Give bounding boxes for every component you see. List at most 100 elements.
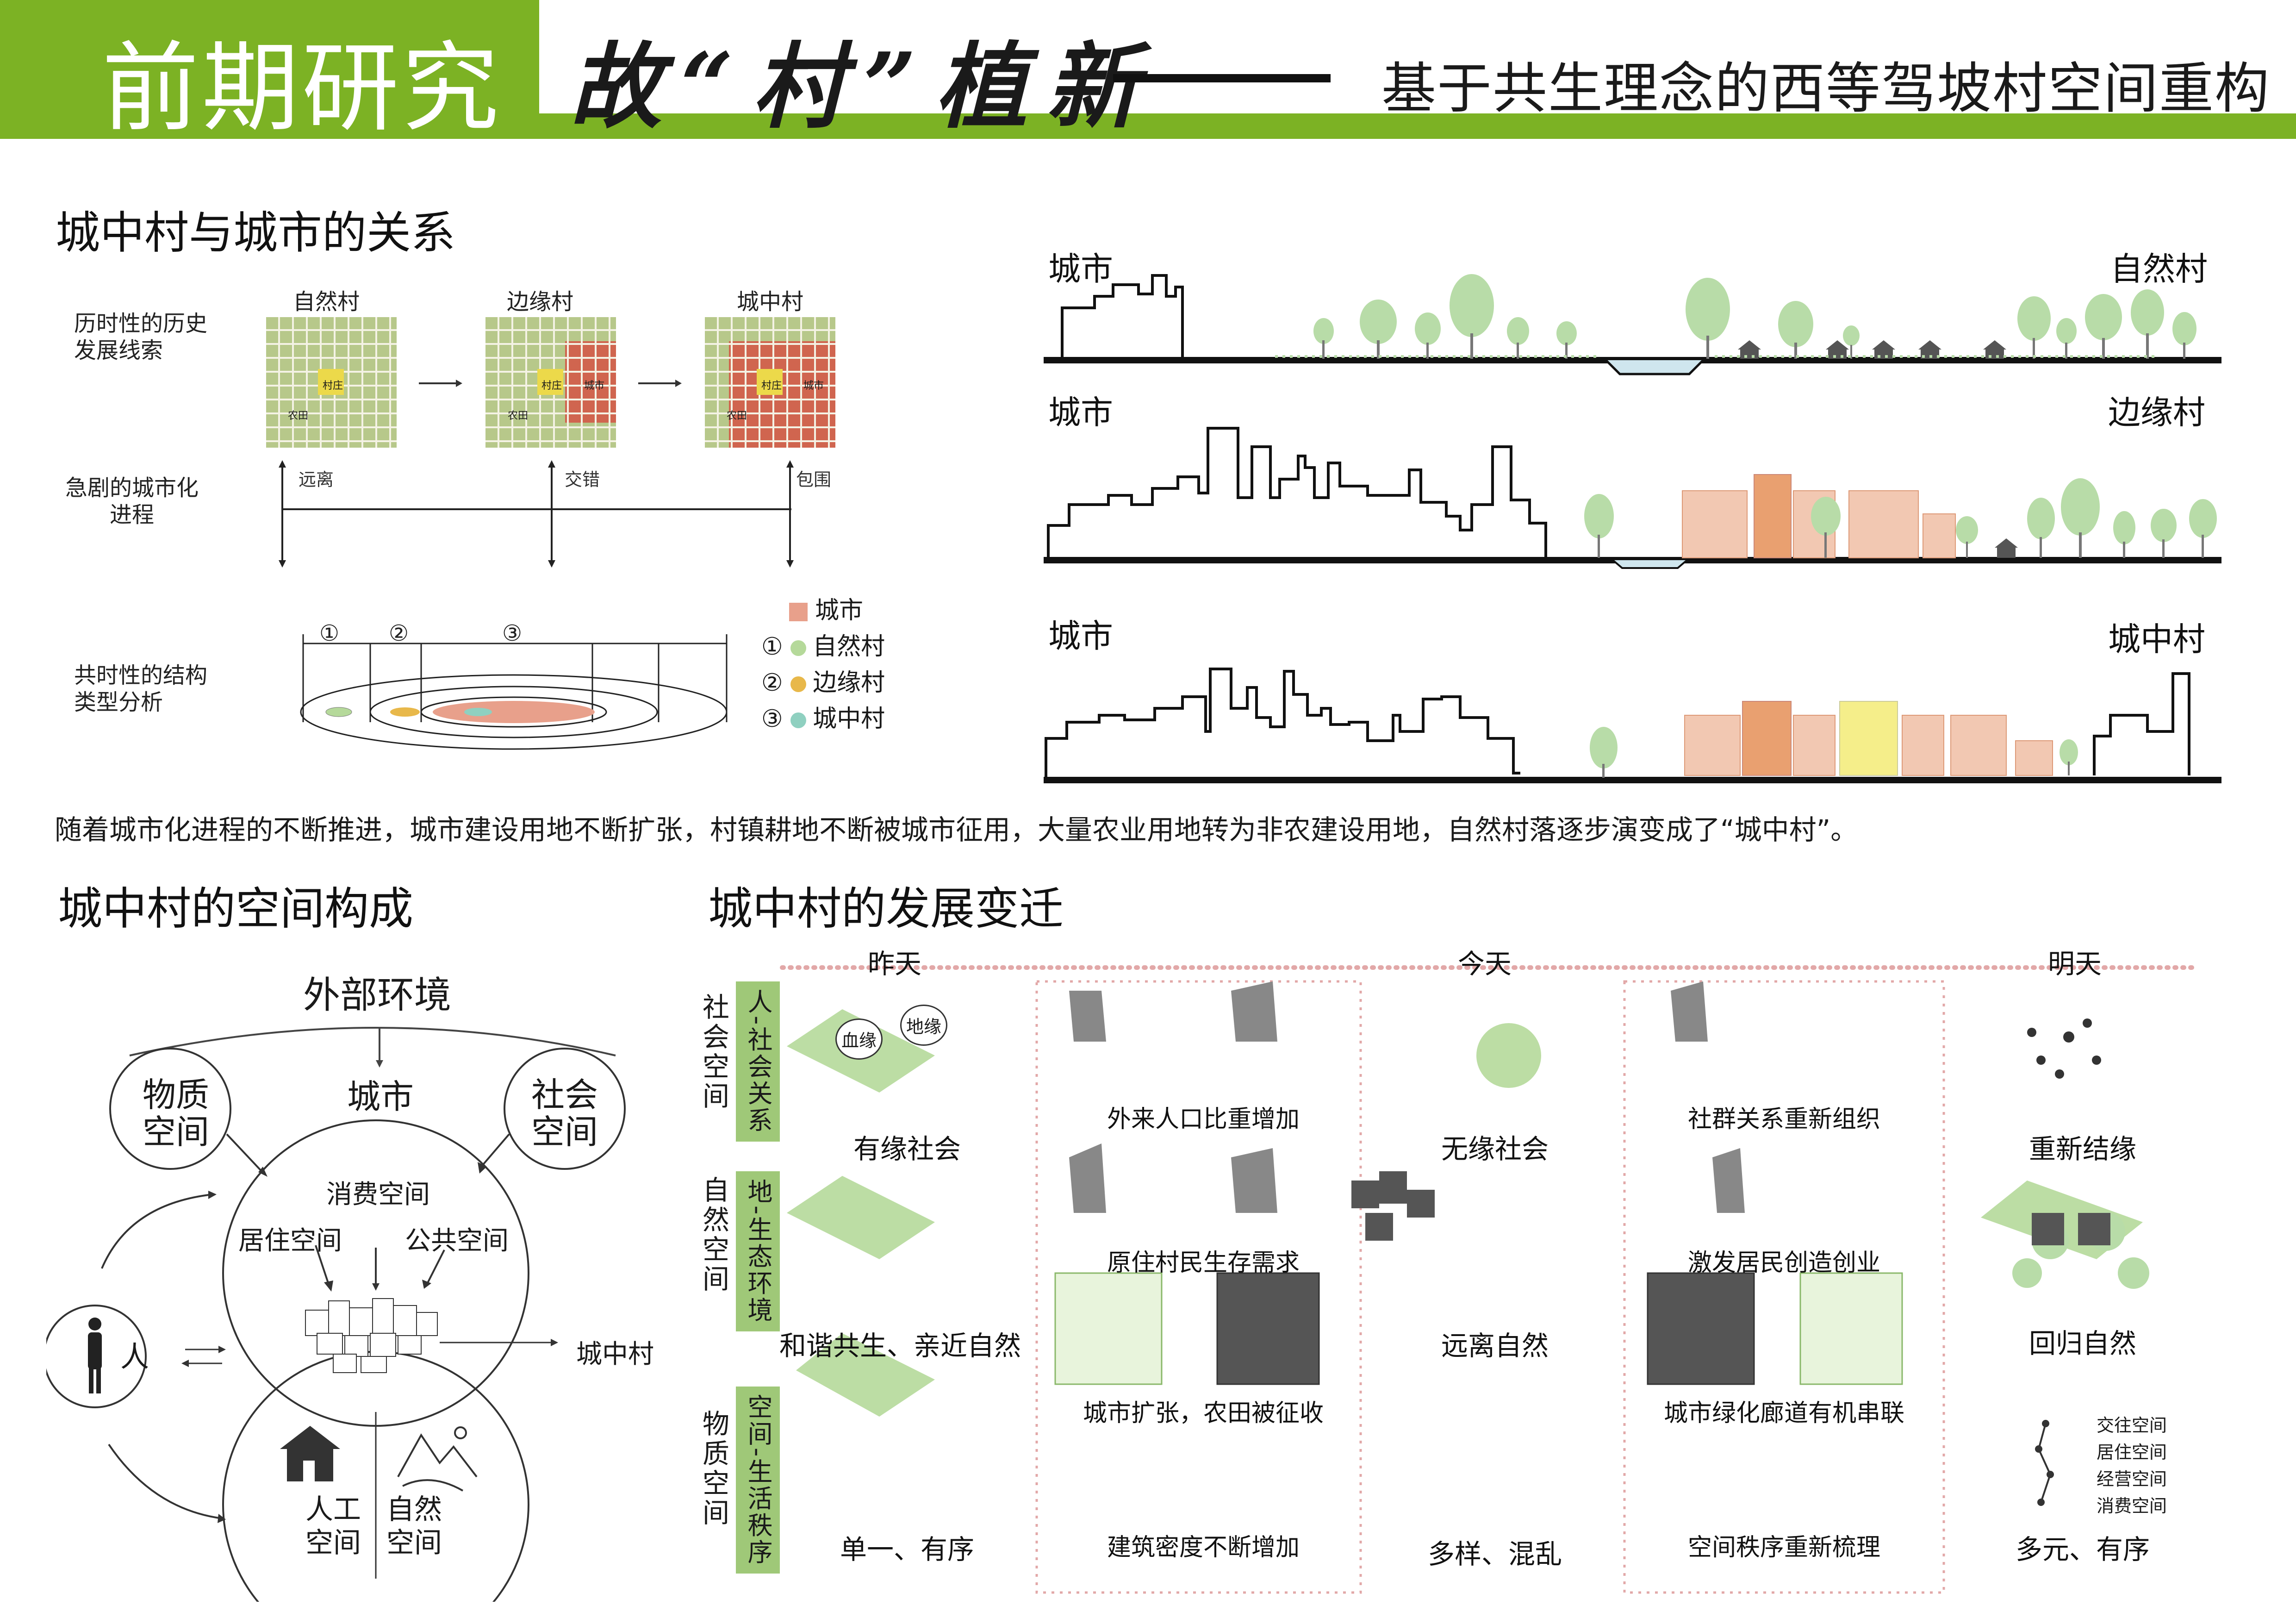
calligraphy-title: 故“村”植新	[569, 32, 1157, 141]
tomorrow-2: 多元、有序	[2015, 1534, 2150, 1565]
today-mid-1: 远离自然	[1441, 1330, 1549, 1362]
section-urban-village	[1044, 668, 2221, 783]
urban-sections	[1044, 274, 2221, 783]
urbanization-axis	[279, 460, 794, 568]
legend-consumption-space: 消费空间	[2097, 1496, 2167, 1516]
legend-edge: ② 边缘村	[761, 669, 885, 697]
historical-label: 历时性的历史发展线索	[74, 311, 208, 363]
today-mid-0: 无缘社会	[1441, 1133, 1549, 1165]
legend-edge-dot	[790, 676, 807, 692]
tomorrow-1: 回归自然	[2028, 1328, 2136, 1359]
today-right-2: 城市绿化廊道有机串联	[1663, 1399, 1904, 1427]
legend-urban: ③ 城中村	[761, 705, 885, 733]
section-label: 前期研究	[102, 31, 502, 145]
row-physical-outer: 物质空间	[698, 1410, 729, 1528]
tag-place: 地缘	[900, 1005, 948, 1046]
section-natural-village	[1044, 274, 2221, 375]
arrow-label-surround: 包围	[796, 469, 832, 490]
legend-natural-dot	[790, 640, 807, 656]
today-left-2: 城市扩张，农田被征收	[1083, 1399, 1324, 1427]
today-left-0: 外来人口比重增加	[1107, 1106, 1300, 1133]
arrow-label-cross: 交错	[565, 469, 600, 490]
ring-diagram	[300, 634, 728, 750]
subtitle: 基于共生理念的西等驾坡村空间重构	[1381, 56, 2271, 120]
synchronic-label: 共时性的结构类型分析	[74, 662, 208, 715]
section3-right-label: 城中村	[2108, 620, 2205, 658]
yesterday-social: 有缘社会	[853, 1133, 961, 1165]
legend-interaction-space: 交往空间	[2097, 1415, 2167, 1436]
section2-right-label: 边缘村	[2108, 394, 2205, 431]
legend-residential-space: 居住空间	[2097, 1442, 2167, 1462]
header-title-area	[539, 0, 2296, 113]
ring-num-3: ③	[502, 620, 523, 646]
period-today: 今天	[1458, 948, 1512, 980]
grid1-village-label: 村庄	[323, 380, 343, 392]
relation-title: 城中村与城市的关系	[56, 207, 455, 259]
yesterday-natural: 和谐共生、亲近自然	[779, 1330, 1021, 1362]
grid3-village-label: 村庄	[761, 380, 782, 392]
person-silhouette	[88, 1318, 102, 1393]
section1-right-label: 自然村	[2110, 250, 2208, 288]
section-edge-village	[1044, 427, 2221, 569]
composition-city-label: 城市	[347, 1077, 414, 1116]
ring-legend: 城市 ① 自然村 ② 边缘村 ③ 城中村	[761, 593, 885, 737]
urban-village-label: 城中村	[576, 1339, 654, 1369]
grid-title-natural: 自然村	[293, 289, 360, 315]
mountain-illustration	[397, 1426, 478, 1492]
grid2-city-label: 城市	[584, 380, 605, 392]
public-space-label: 公共空间	[405, 1226, 509, 1256]
consumption-space-label: 消费空间	[326, 1180, 430, 1210]
section2-left-label: 城市	[1048, 394, 1113, 431]
urbanization-label: 急剧的城市化进程	[65, 475, 199, 528]
composition-diagram	[46, 1027, 626, 1602]
artificial-space-label: 人工空间	[305, 1493, 361, 1559]
period-yesterday: 昨天	[868, 948, 922, 980]
title-dash	[1113, 74, 1331, 82]
grid1-farmland-label: 农田	[288, 410, 309, 422]
legend-urban-dot	[790, 712, 807, 728]
grid-title-urban: 城中村	[737, 289, 804, 315]
yesterday-physical: 单一、有序	[840, 1534, 974, 1565]
row-natural-outer: 自然空间	[698, 1176, 729, 1294]
grid2-village-label: 村庄	[541, 380, 562, 392]
legend-business-space: 经营空间	[2097, 1469, 2167, 1489]
ring-num-1: ①	[319, 620, 340, 646]
grid-title-edge: 边缘村	[507, 289, 574, 315]
legend-city: 城市	[761, 593, 885, 629]
legend-natural: ① 自然村	[761, 633, 885, 661]
tomorrow-legend: 交往空间 居住空间 经营空间 消费空间	[2097, 1412, 2167, 1519]
social-space-label: 社会空间	[531, 1075, 598, 1151]
village-grids	[266, 317, 835, 448]
tomorrow-0: 重新结缘	[2028, 1133, 2136, 1165]
today-right-0: 社群关系重新组织	[1687, 1106, 1880, 1133]
legend-city-swatch	[789, 603, 808, 621]
ring-num-2: ②	[389, 620, 409, 646]
row-physical-inner: 空间-生活秩序	[736, 1387, 780, 1574]
tag-blood: 血缘	[835, 1018, 883, 1060]
arrow-label-far: 远离	[299, 469, 334, 490]
today-right-3: 空间秩序重新梳理	[1687, 1534, 1880, 1562]
residential-space-label: 居住空间	[238, 1226, 342, 1256]
grid-edge-village	[485, 317, 616, 448]
physical-space-label: 物质空间	[142, 1075, 209, 1151]
composition-title: 城中村的空间构成	[58, 883, 413, 935]
evolution-title: 城中村的发展变迁	[708, 883, 1064, 935]
relation-summary: 随着城市化进程的不断推进，城市建设用地不断扩张，村镇耕地不断被城市征用，大量农业…	[55, 814, 1858, 846]
house-illustration	[280, 1426, 340, 1481]
row-natural-inner: 地-生态环境	[736, 1171, 780, 1331]
grid2-farmland-label: 农田	[508, 410, 529, 422]
grid3-farmland-label: 农田	[727, 410, 747, 422]
header-underline	[539, 113, 2296, 139]
tomorrow-legend-path	[2035, 1420, 2054, 1506]
header-band	[0, 0, 539, 139]
today-mid-2: 多样、混乱	[1427, 1538, 1562, 1570]
section1-left-label: 城市	[1048, 250, 1113, 288]
grid-natural-village	[266, 317, 397, 448]
today-right-1: 激发居民创造创业	[1687, 1249, 1880, 1277]
evolution-frame	[780, 965, 2196, 1594]
grid3-city-label: 城市	[803, 380, 824, 392]
today-left-1: 原住村民生存需求	[1107, 1249, 1300, 1277]
village-cluster-illustration	[305, 1298, 438, 1373]
today-left-3: 建筑密度不断增加	[1107, 1534, 1300, 1562]
row-social-outer: 社会空间	[698, 993, 729, 1112]
